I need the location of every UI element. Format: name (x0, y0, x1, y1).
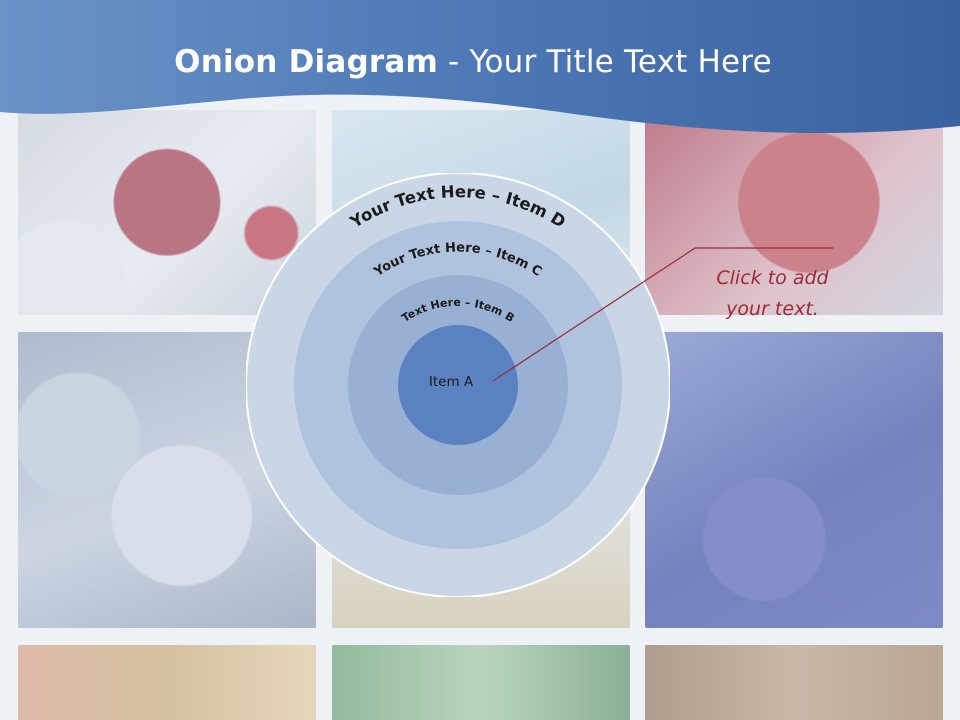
ornament-photo-bronze (645, 645, 943, 720)
onion-layer-a[interactable] (398, 325, 518, 445)
title-bold-part: Onion Diagram (174, 44, 438, 80)
header-banner (0, 0, 960, 134)
ornament-photo-red (18, 110, 316, 315)
callout-text[interactable]: Click to add your text. (716, 267, 829, 320)
onion-diagram: Your Text Here – Item D Your Text Here –… (246, 173, 670, 597)
ornament-photo-green (332, 645, 630, 720)
title-rest-part: - Your Title Text Here (437, 44, 772, 80)
ornament-photo-ribbon (18, 645, 316, 720)
ornament-photo-blue (645, 332, 943, 628)
page-title: Onion Diagram - Your Title Text Here (0, 44, 946, 80)
onion-label-item-a: Item A (429, 374, 474, 390)
